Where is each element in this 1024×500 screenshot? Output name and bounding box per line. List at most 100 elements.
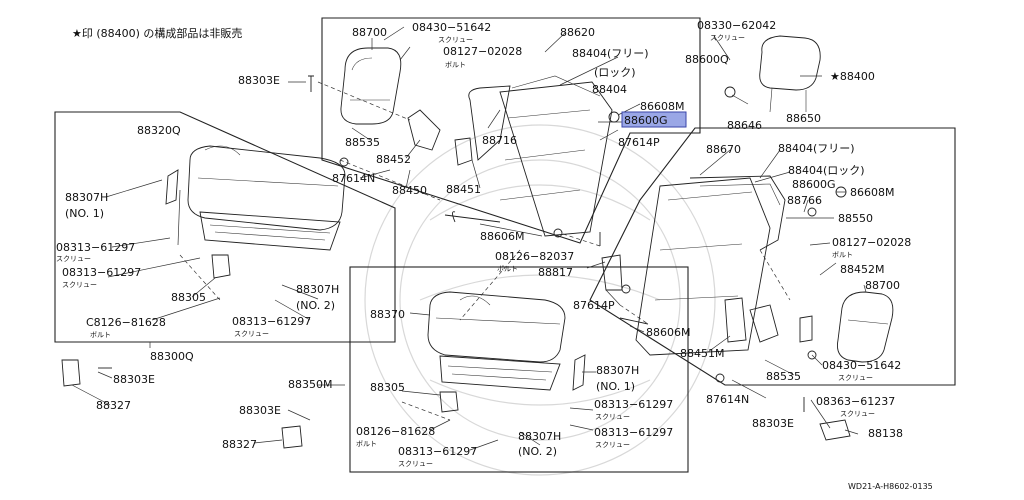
label-88303e-d: 88303E [752,417,794,430]
sales-note: ★印 (88400) の構成部品は非販売 [72,26,242,40]
label-88138: 88138 [868,427,903,440]
label-88550: 88550 [838,212,873,225]
label-88450: 88450 [392,184,427,197]
label-88766: 88766 [787,194,822,207]
label-08126-81628-center: 08126−81628 [356,425,435,438]
label-88307h-no1-left-no: (NO. 1) [65,207,104,220]
label-08313-61297-e: 08313−61297 [594,426,673,439]
label-88404-free-lower: 88404(フリー) [778,142,855,155]
label-08313-61297-a-sub: スクリュー [56,255,91,263]
label-88307h-no2-center: 88307H [518,430,561,443]
label-lock-upper: (ロック) [594,66,636,79]
label-08127-02028-lower: 08127−02028 [832,236,911,249]
label-08363-61237: 08363−61237 [816,395,895,408]
footer-code: WD21-A-H8602-0135 [848,482,933,491]
label-88303e-c: 88303E [239,404,281,417]
label-87614p-upper: 87614P [618,136,660,149]
label-08430-51642-lower-sub: スクリュー [838,374,873,382]
label-88452m: 88452M [840,263,884,276]
label-88606m-lower: 88606M [646,326,690,339]
dashed-guides [179,81,791,421]
small-parts [61,75,851,449]
label-88620: 88620 [560,26,595,39]
label-88451-upper: 88451 [446,183,481,196]
rear-seatback-box [321,17,701,244]
label-88600g-lower: 88600G [792,178,836,191]
label-88404-lock-lower: 88404(ロック) [788,164,865,177]
label-88307h-no1-center: 88307H [596,364,639,377]
label-88646: 88646 [727,119,762,132]
label-08330-62042-sub: スクリュー [710,34,745,42]
label-08430-51642-lower: 08430−51642 [822,359,901,372]
label-88700-upper: 88700 [352,26,387,39]
label-08430-51642-upper: 08430−51642 [412,21,491,34]
headrest-88700-upper [340,47,402,125]
label-08126-81628-center-sub: ボルト [356,440,377,448]
label-88452: 88452 [376,153,411,166]
label-88600q: 88600Q [685,53,729,66]
seat-cushion-88370 [427,291,566,391]
label-08313-61297-a: 08313−61297 [56,241,135,254]
label-88327-b: 88327 [222,438,257,451]
label-86608m-lower: 86608M [850,186,894,199]
label-88600g-upper[interactable]: 88600G [624,114,668,127]
label-88404-free-upper: 88404(フリー) [572,47,649,60]
label-08313-61297-d-sub: スクリュー [595,413,630,421]
label-88320q: 88320Q [137,124,181,137]
seatback-frame-88600q [468,75,613,237]
seat-cushion-88320q [187,145,346,251]
label-08313-61297-f: 08313−61297 [398,445,477,458]
label-08313-61297-e-sub: スクリュー [595,441,630,449]
label-88303e-b: 88303E [113,373,155,386]
label-08430-51642-upper-sub: スクリュー [438,36,473,44]
leader-lines [71,26,867,451]
highlight-88600g[interactable] [621,111,687,128]
label-88307h-no2-left: 88307H [296,283,339,296]
label-08126-82037: 08126−82037 [495,250,574,263]
label-88307h-no1-center-no: (NO. 1) [596,380,635,393]
label-88535-lower: 88535 [766,370,801,383]
label-88404-upper: 88404 [592,83,627,96]
seatback-88650 [635,175,786,356]
label-88400: ★88400 [830,70,875,83]
label-88305-left: 88305 [171,291,206,304]
label-88670: 88670 [706,143,741,156]
label-88307h-no2-center-no: (NO. 2) [518,445,557,458]
label-08126-81628-left-sub: ボルト [90,331,111,339]
label-08126-82037-sub: ボルト [497,265,518,273]
label-08127-02028-upper-sub: ボルト [445,61,466,69]
label-08313-61297-d: 08313−61297 [594,398,673,411]
label-88606m-upper: 88606M [480,230,524,243]
left-cushion-box [54,111,396,343]
label-86608m-upper: 86608M [640,100,684,113]
label-87614p-lower: 87614P [573,299,615,312]
headrest-88400 [759,35,821,113]
label-88535-upper: 88535 [345,136,380,149]
label-88650: 88650 [786,112,821,125]
right-seatback-box [589,127,956,386]
label-88327-a: 88327 [96,399,131,412]
label-88370: 88370 [370,308,405,321]
label-88307h-no2-left-no: (NO. 2) [296,299,335,312]
label-88305-center: 88305 [370,381,405,394]
label-88817: 88817 [538,266,573,279]
label-08313-61297-b: 08313−61297 [62,266,141,279]
label-88451m: 88451M [680,347,724,360]
label-88300q: 88300Q [150,350,194,363]
label-08127-02028-upper: 08127−02028 [443,45,522,58]
center-cushion-box [349,266,689,473]
label-88307h-no1-left: 88307H [65,191,108,204]
label-88350m: 88350M [288,378,332,391]
label-08313-61297-c: 08313−61297 [232,315,311,328]
label-87614n-upper: 87614N [332,172,375,185]
headrest-88700-lower [837,291,894,363]
label-08313-61297-c-sub: スクリュー [234,330,269,338]
label-08126-81628-left: C8126−81628 [86,316,166,329]
label-08127-02028-lower-sub: ボルト [832,251,853,259]
label-08313-61297-b-sub: スクリュー [62,281,97,289]
label-08330-62042: 08330−62042 [697,19,776,32]
label-88303e-a: 88303E [238,74,280,87]
part-labels: 88700 08430−51642 スクリュー 88620 08330−6204… [56,19,911,468]
label-08363-61237-sub: スクリュー [840,410,875,418]
